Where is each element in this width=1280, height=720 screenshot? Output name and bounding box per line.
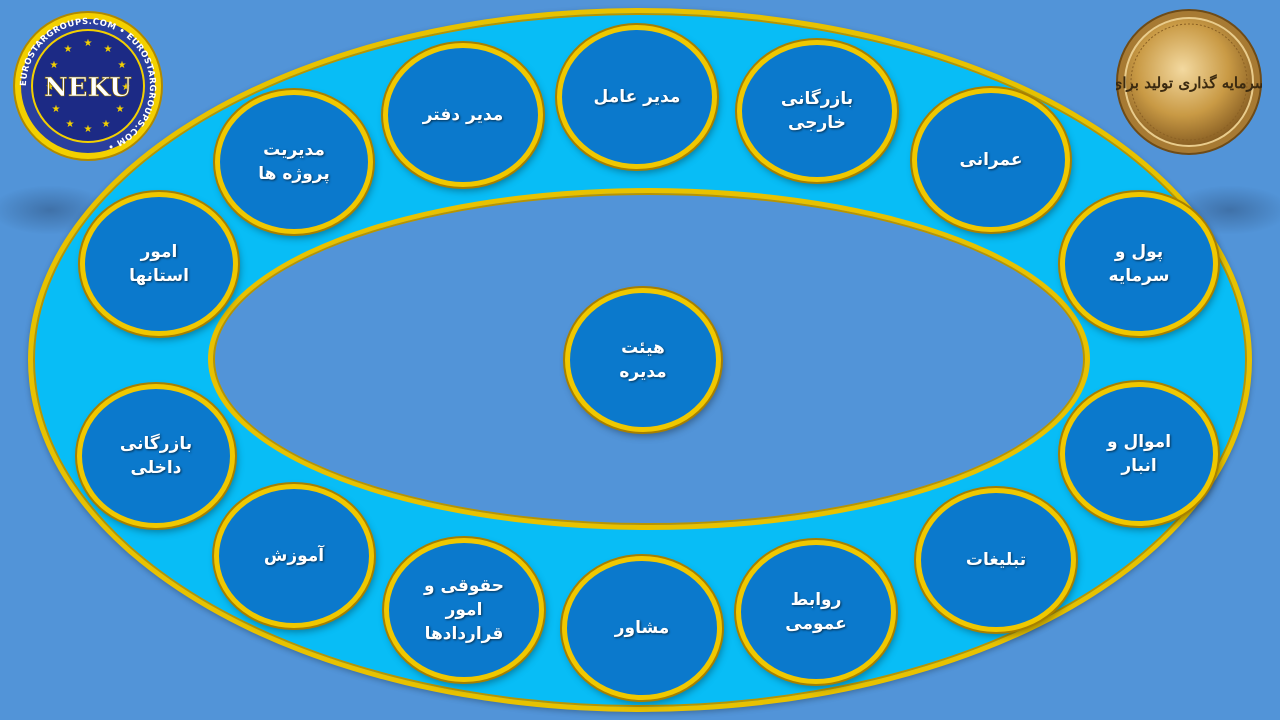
node-label: مشاور <box>614 618 670 638</box>
node-label: امور استانها <box>129 242 189 286</box>
node-advisor[interactable]: مشاور <box>562 556 722 700</box>
node-label: روابط عمومی <box>785 590 847 634</box>
node-board-of-directors[interactable]: هیئت مدیره <box>565 288 721 432</box>
node-label: بازرگانی داخلی <box>119 434 193 478</box>
node-finance[interactable]: پول و سرمایه <box>1060 192 1218 336</box>
node-legal-contracts[interactable]: حقوقی و امور قراردادها <box>384 538 544 682</box>
coin-text: سرمایه گذاری تولید برای <box>1116 74 1262 92</box>
node-training[interactable]: آموزش <box>214 484 374 628</box>
svg-text:★: ★ <box>116 104 125 115</box>
node-label: آموزش <box>263 546 325 566</box>
node-label: حقوقی و امور قراردادها <box>424 576 504 644</box>
node-project-management[interactable]: مدیریت پروژه ها <box>215 90 373 234</box>
node-label: بازرگانی خارجی <box>780 89 854 133</box>
node-domestic-trade[interactable]: بازرگانی داخلی <box>77 384 235 528</box>
svg-text:★: ★ <box>64 44 73 55</box>
node-advertising[interactable]: تبلیغات <box>916 488 1076 632</box>
svg-text:★: ★ <box>84 124 93 135</box>
svg-text:★: ★ <box>118 60 127 71</box>
node-label: اموال و انبار <box>1106 432 1172 476</box>
node-label: مدیریت پروژه ها <box>258 140 330 184</box>
svg-text:★: ★ <box>46 82 55 93</box>
svg-text:★: ★ <box>122 82 131 93</box>
node-office-manager[interactable]: مدیر دفتر <box>383 43 543 187</box>
svg-text:★: ★ <box>50 60 59 71</box>
node-label: مدیر عامل <box>593 87 681 107</box>
node-label: مدیر دفتر <box>422 105 504 125</box>
coin-logo: سرمایه گذاری تولید برای <box>1116 9 1262 155</box>
neku-logo: EUROSTARGROUPS.COM • EUROSTARGROUPS.COM … <box>13 11 163 161</box>
neku-text: NEKU <box>44 73 132 103</box>
svg-text:★: ★ <box>66 119 75 130</box>
node-foreign-trade[interactable]: بازرگانی خارجی <box>737 40 897 182</box>
node-label: پول و سرمایه <box>1108 242 1170 286</box>
svg-text:★: ★ <box>84 38 93 49</box>
node-label: هیئت مدیره <box>619 338 667 382</box>
svg-text:★: ★ <box>52 104 61 115</box>
node-label: عمرانی <box>959 150 1023 170</box>
node-assets-warehouse[interactable]: اموال و انبار <box>1060 382 1218 526</box>
star-icons: ★ ★ ★ ★ ★ ★ ★ ★ ★ ★ ★ ★ <box>46 38 131 135</box>
node-provincial-affairs[interactable]: امور استانها <box>80 192 238 336</box>
node-ceo[interactable]: مدیر عامل <box>557 25 717 169</box>
node-label: تبلیغات <box>965 550 1027 570</box>
svg-text:★: ★ <box>104 44 113 55</box>
node-public-relations[interactable]: روابط عمومی <box>736 540 896 684</box>
svg-text:★: ★ <box>102 119 111 130</box>
node-construction[interactable]: عمرانی <box>912 88 1070 232</box>
